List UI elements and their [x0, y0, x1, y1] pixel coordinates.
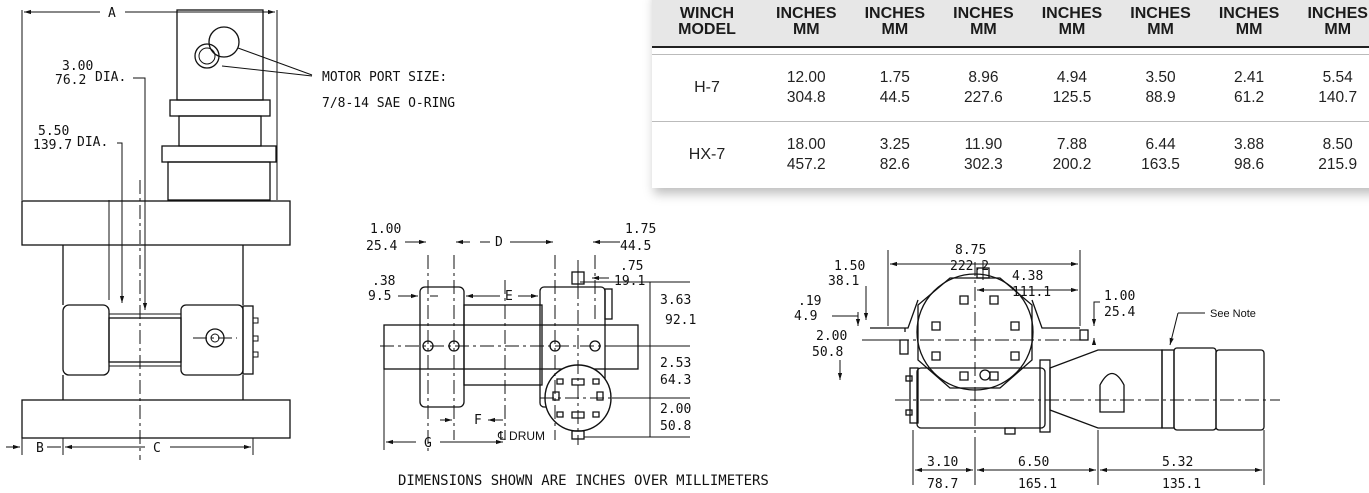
- right-r6-mm: 50.8: [812, 345, 843, 360]
- mid-d4-in: .75: [620, 259, 643, 274]
- drum-housing: [916, 367, 1046, 429]
- right-r9-in: 5.32: [1162, 455, 1193, 470]
- table-spacer-row: [652, 47, 1369, 55]
- dim-a-label: A: [108, 6, 116, 21]
- top-frame-plate: [21, 200, 291, 246]
- drum-core: [108, 317, 182, 363]
- drum-centerline-label: ℄ DRUM: [497, 429, 545, 443]
- right-r4-in: .19: [798, 294, 821, 309]
- mid-d3-in: 1.75: [625, 222, 656, 237]
- gearbox-top: [161, 145, 277, 163]
- right-r1-mm: 222.2: [950, 259, 989, 274]
- right-r7-mm: 78.7: [927, 477, 958, 492]
- dia-large-suffix: DIA.: [77, 135, 108, 150]
- right-r3-in: 1.50: [834, 259, 865, 274]
- motor-flange: [169, 99, 271, 117]
- mid-d3-mm: 44.5: [620, 239, 651, 254]
- motor-port-icon-2: [194, 43, 220, 69]
- dia-large-mm: 139.7: [33, 138, 72, 153]
- dia-small-in: 3.00: [62, 59, 93, 74]
- left-flange: [62, 304, 110, 376]
- dia-small-suffix: DIA.: [95, 70, 126, 85]
- drum-flange-left: [419, 286, 465, 408]
- right-r7-in: 3.10: [927, 455, 958, 470]
- right-r8-in: 6.50: [1018, 455, 1049, 470]
- motor-port-icon: [208, 26, 240, 58]
- dim-g-label: G: [424, 436, 432, 451]
- right-r2-in: 4.38: [1012, 269, 1043, 284]
- motor-port-line1: MOTOR PORT SIZE:: [322, 70, 447, 85]
- motor-right: [1173, 347, 1217, 431]
- row-model: H-7: [652, 54, 762, 122]
- right-r6-in: 2.00: [816, 329, 847, 344]
- right-r9-mm: 135.1: [1162, 477, 1201, 492]
- motor-body: [176, 9, 264, 101]
- right-r4-mm: 4.9: [794, 309, 817, 324]
- dim-f-label: F: [474, 413, 482, 428]
- mid-d6-mm: 64.3: [660, 373, 691, 388]
- frame-rail: [383, 324, 639, 370]
- mid-d1-in: 1.00: [370, 222, 401, 237]
- middle-view: 1.00 25.4 D 1.75 44.5 .38 9.5 E .75 19.1…: [366, 222, 696, 455]
- bottom-frame-plate: [21, 399, 291, 439]
- footer-note: DIMENSIONS SHOWN ARE INCHES OVER MILLIME…: [398, 473, 769, 489]
- right-view: 8.75 222.2 4.38 111.1 1.50 38.1 .19 4.9 …: [794, 243, 1280, 492]
- dim-e-label: E: [505, 289, 513, 304]
- mid-d7-in: 2.00: [660, 402, 691, 417]
- mid-d5-mm: 92.1: [665, 313, 696, 328]
- dim-d-label: D: [495, 235, 503, 250]
- mid-d2-mm: 9.5: [368, 289, 391, 304]
- dia-large-in: 5.50: [38, 124, 69, 139]
- mid-d1-mm: 25.4: [366, 239, 397, 254]
- right-r1-in: 8.75: [955, 243, 986, 258]
- right-r2-mm: 111.1: [1012, 285, 1051, 300]
- motor-port-line2: 7/8-14 SAE O-RING: [322, 96, 455, 111]
- gearbox-body: [167, 161, 271, 201]
- see-note-label: See Note: [1210, 308, 1256, 320]
- dim-b-label: B: [36, 441, 44, 456]
- right-r8-mm: 165.1: [1018, 477, 1057, 492]
- right-r5-in: 1.00: [1104, 289, 1135, 304]
- dim-c-label: C: [153, 441, 161, 456]
- dia-small-mm: 76.2: [55, 73, 86, 88]
- mid-d7-mm: 50.8: [660, 419, 691, 434]
- right-r5-mm: 25.4: [1104, 305, 1135, 320]
- mid-d2-in: .38: [372, 274, 395, 289]
- row-model: HX-7: [688, 146, 726, 163]
- mid-d5-in: 3.63: [660, 293, 691, 308]
- right-r3-mm: 38.1: [828, 274, 859, 289]
- left-view: A B C 3.00 76.2 DIA. 5.50 139.7 DIA. MOT…: [6, 6, 455, 460]
- motor-neck: [178, 115, 262, 147]
- mid-d6-in: 2.53: [660, 356, 691, 371]
